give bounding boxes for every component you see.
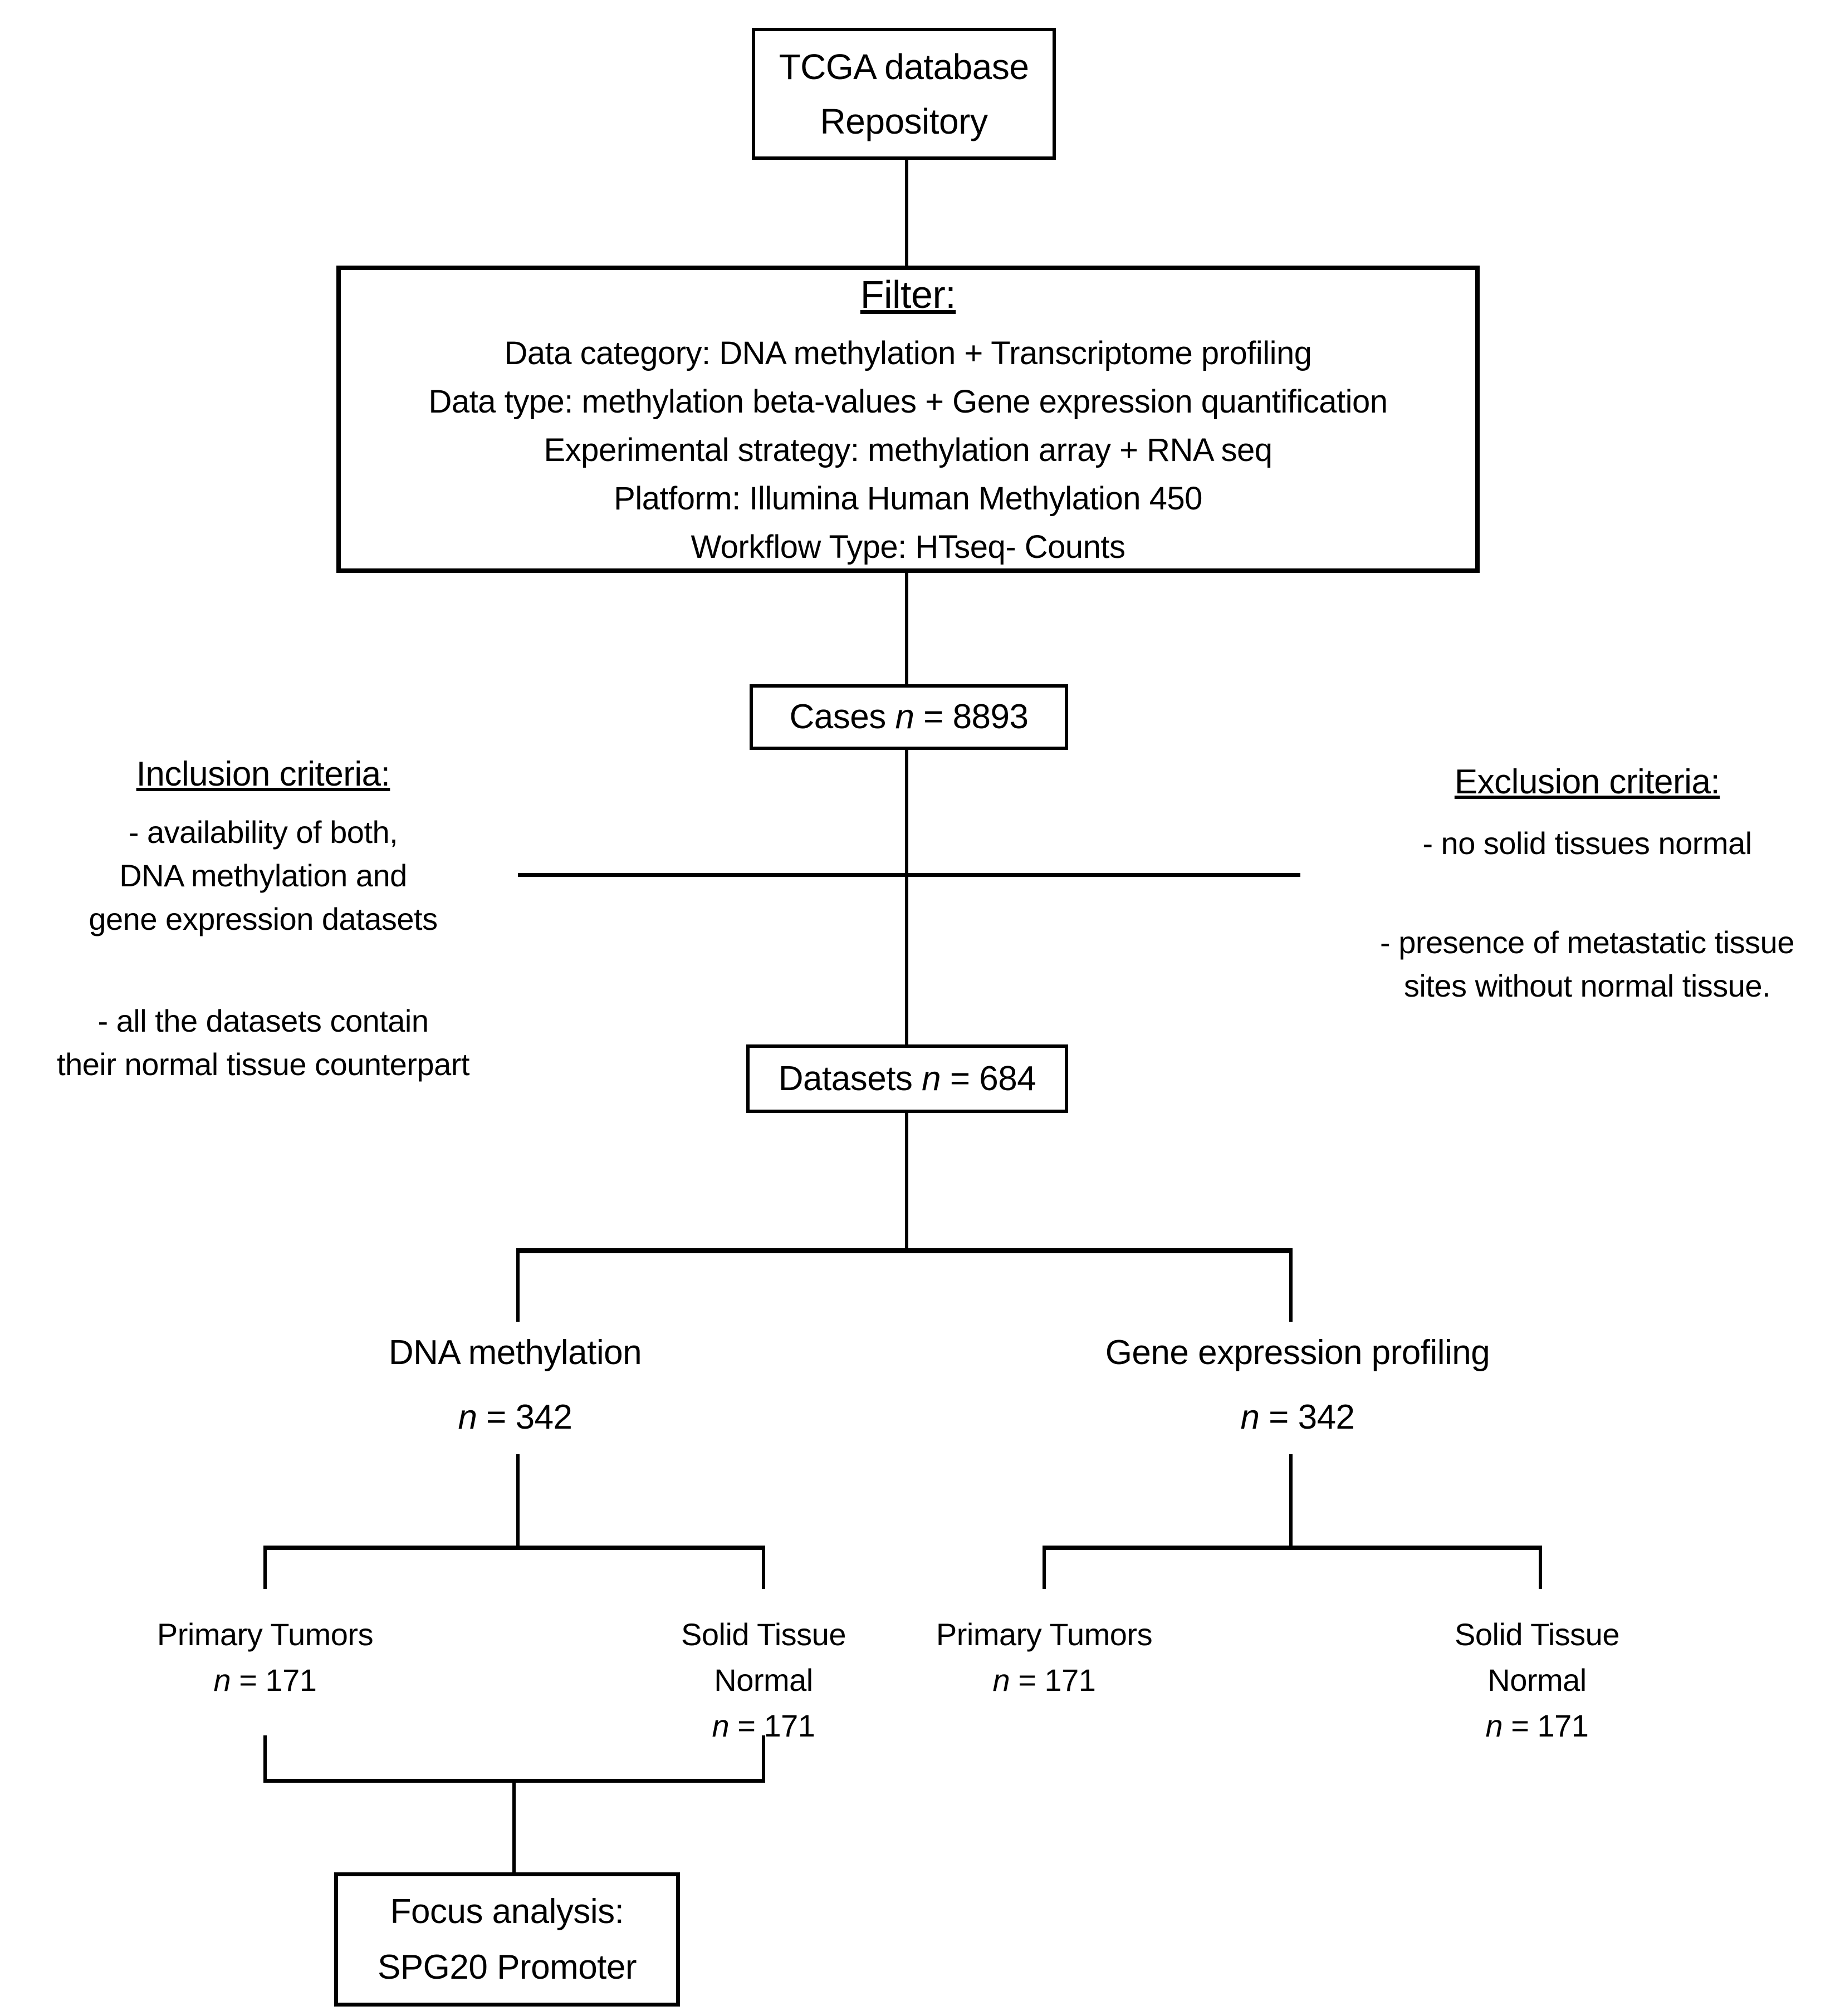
leaf-value: = 171	[729, 1708, 815, 1743]
split-bar-expression	[1043, 1546, 1542, 1550]
merge-rise-left	[263, 1735, 267, 1783]
focus-line1: Focus analysis:	[390, 1892, 624, 1931]
leaf-value: = 171	[1010, 1662, 1096, 1698]
branch-dna-methylation-count: n = 342	[265, 1385, 766, 1450]
leaf-value: = 171	[1503, 1708, 1589, 1743]
filter-line-strategy: Experimental strategy: methylation array…	[544, 431, 1273, 468]
branch-gene-expression-count: n = 342	[1047, 1385, 1548, 1450]
split-drop-expression-l	[1043, 1546, 1046, 1589]
node-filter: Filter: Data category: DNA methylation +…	[336, 266, 1480, 573]
connector-methylation-down	[516, 1454, 520, 1547]
cases-n-symbol: n	[895, 698, 914, 736]
exclusion-criteria-block: Exclusion criteria: - no solid tissues n…	[1337, 758, 1838, 1008]
leaf-n-symbol: n	[1485, 1708, 1503, 1743]
branch-gene-expression: Gene expression profiling n = 342	[1047, 1321, 1548, 1450]
cases-label: Cases n = 8893	[789, 688, 1029, 747]
filter-line-data-category: Data category: DNA methylation + Transcr…	[504, 335, 1312, 371]
branch-dna-methylation: DNA methylation n = 342	[265, 1321, 766, 1450]
focus-line2: SPG20 Promoter	[377, 1948, 637, 1986]
exclusion-criteria-title: Exclusion criteria:	[1454, 763, 1720, 801]
inclusion-item-2: - all the datasets contain their normal …	[8, 999, 518, 1086]
leaf-line: Normal	[714, 1662, 813, 1698]
datasets-value: = 684	[941, 1059, 1036, 1098]
node-tcga-line1: TCGA database	[779, 46, 1029, 87]
inclusion-item1-line1: - availability of both,	[128, 815, 398, 850]
inclusion-item2-line1: - all the datasets contain	[97, 1003, 429, 1038]
leaf-count: n = 171	[1370, 1703, 1704, 1749]
leaf-n-symbol: n	[992, 1662, 1010, 1698]
branch-left-value: = 342	[477, 1398, 572, 1436]
filter-title: Filter:	[860, 272, 956, 316]
leaf-line: Solid Tissue	[1455, 1617, 1619, 1652]
leaf-count: n = 171	[596, 1703, 931, 1749]
connector-expression-down	[1289, 1454, 1293, 1547]
leaf-line: Primary Tumors	[936, 1617, 1153, 1652]
node-cases: Cases n = 8893	[750, 684, 1068, 750]
inclusion-criteria-title: Inclusion criteria:	[136, 755, 390, 793]
leaf-line: Solid Tissue	[681, 1617, 846, 1652]
node-focus-analysis: Focus analysis: SPG20 Promoter	[334, 1872, 680, 2007]
datasets-n-symbol: n	[922, 1059, 941, 1098]
cases-value: = 8893	[914, 698, 1029, 736]
connector-cases-to-datasets	[905, 749, 908, 1046]
leaf-solid-tissue-normal-methylation: Solid Tissue Normal n = 171	[596, 1612, 931, 1749]
branch-dna-methylation-label: DNA methylation	[388, 1333, 642, 1372]
leaf-count: n = 171	[877, 1657, 1211, 1703]
inclusion-item1-line2: DNA methylation and	[119, 858, 407, 893]
criteria-separator-line	[518, 873, 1300, 877]
filter-line-data-type: Data type: methylation beta-values + Gen…	[428, 383, 1388, 420]
branch-gene-expression-label: Gene expression profiling	[1105, 1333, 1490, 1372]
datasets-text: Datasets	[778, 1059, 922, 1098]
connector-merge-to-focus	[512, 1779, 516, 1873]
split-bar-methylation	[263, 1546, 765, 1550]
exclusion-item1-line1: - no solid tissues normal	[1422, 826, 1752, 861]
exclusion-item-2: - presence of metastatic tissue sites wi…	[1337, 921, 1838, 1008]
inclusion-item1-line3: gene expression datasets	[89, 901, 438, 936]
exclusion-item2-line1: - presence of metastatic tissue	[1380, 925, 1794, 960]
leaf-primary-tumors-methylation: Primary Tumors n = 171	[98, 1612, 432, 1703]
split-drop-expression-r	[1539, 1546, 1542, 1589]
leaf-n-symbol: n	[712, 1708, 730, 1743]
node-datasets: Datasets n = 684	[746, 1044, 1068, 1113]
leaf-count: n = 171	[98, 1657, 432, 1703]
filter-line-workflow: Workflow Type: HTseq- Counts	[691, 528, 1125, 565]
leaf-primary-tumors-expression: Primary Tumors n = 171	[877, 1612, 1211, 1703]
inclusion-item-1: - availability of both, DNA methylation …	[8, 811, 518, 941]
leaf-line: Primary Tumors	[156, 1617, 374, 1652]
split-drop-methylation-l	[263, 1546, 267, 1589]
branch-right-n-symbol: n	[1240, 1398, 1260, 1436]
leaf-value: = 171	[231, 1662, 317, 1698]
leaf-line: Normal	[1487, 1662, 1587, 1698]
leaf-solid-tissue-normal-expression: Solid Tissue Normal n = 171	[1370, 1612, 1704, 1749]
cases-text: Cases	[789, 698, 895, 736]
datasets-label: Datasets n = 684	[779, 1049, 1036, 1108]
node-tcga-line2: Repository	[820, 101, 988, 141]
merge-rise-right	[762, 1735, 765, 1783]
branch-left-n-symbol: n	[458, 1398, 477, 1436]
exclusion-item2-line2: sites without normal tissue.	[1403, 968, 1771, 1003]
exclusion-item-1: - no solid tissues normal	[1337, 822, 1838, 865]
split-bar-top	[516, 1248, 1293, 1253]
split-drop-right	[1289, 1248, 1293, 1322]
connector-tcga-to-filter	[905, 160, 908, 266]
split-drop-methylation-r	[762, 1546, 765, 1589]
inclusion-criteria-block: Inclusion criteria: - availability of bo…	[8, 751, 518, 1086]
connector-datasets-to-split	[905, 1112, 908, 1250]
leaf-n-symbol: n	[213, 1662, 231, 1698]
inclusion-item2-line2: their normal tissue counterpart	[57, 1047, 469, 1082]
connector-filter-to-cases	[905, 572, 908, 685]
filter-line-platform: Platform: Illumina Human Methylation 450	[614, 480, 1202, 517]
branch-right-value: = 342	[1259, 1398, 1355, 1436]
split-drop-left	[516, 1248, 520, 1322]
node-tcga-repository: TCGA database Repository	[752, 28, 1056, 160]
